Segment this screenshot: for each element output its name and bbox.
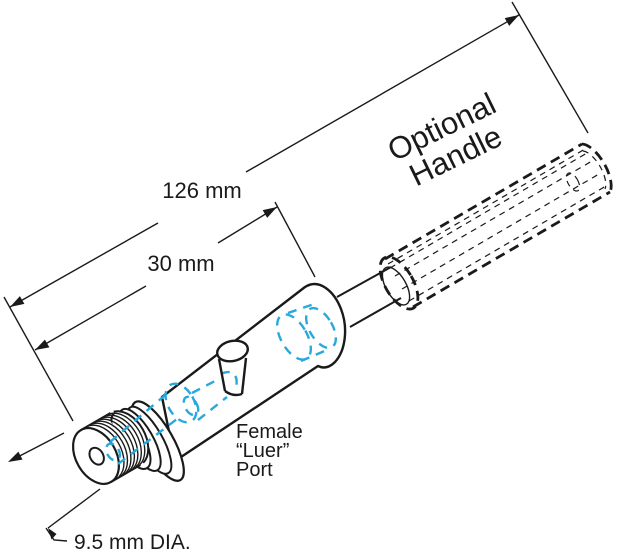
dimension-arrowheads bbox=[8, 15, 519, 540]
handle-hidden-lines bbox=[387, 148, 607, 302]
extension-line-handle-end bbox=[511, 1, 589, 134]
dim-line-126-left bbox=[9, 222, 159, 308]
extension-line-tip bbox=[3, 296, 74, 422]
hidden-shaft-end bbox=[565, 172, 581, 192]
lumen-hidden-lines bbox=[104, 302, 338, 465]
label-optional-handle: Optional Handle bbox=[382, 86, 507, 193]
side-port-opening bbox=[215, 339, 250, 363]
optional-handle-outline bbox=[378, 142, 613, 311]
dia-leader-lower bbox=[47, 488, 101, 529]
luer-opening-hole bbox=[88, 446, 105, 466]
label-tip-diameter: 9.5 mm DIA. bbox=[74, 531, 191, 554]
label-overall-length: 126 mm bbox=[162, 178, 241, 203]
dia-leader-elbow bbox=[45, 527, 68, 542]
dim-line-126-right bbox=[245, 14, 520, 173]
dim-line-30-left bbox=[34, 285, 147, 351]
extension-line-body-end bbox=[274, 201, 316, 278]
main-body bbox=[160, 282, 347, 463]
svg-text:Port: Port bbox=[236, 459, 273, 481]
side-port bbox=[215, 339, 250, 397]
svg-text:“Luer”: “Luer” bbox=[236, 440, 289, 462]
label-female-luer-port: Female “Luer” Port bbox=[236, 421, 303, 481]
dimension-lines bbox=[3, 1, 589, 542]
svg-text:Female: Female bbox=[236, 421, 303, 443]
label-body-length: 30 mm bbox=[147, 251, 214, 276]
